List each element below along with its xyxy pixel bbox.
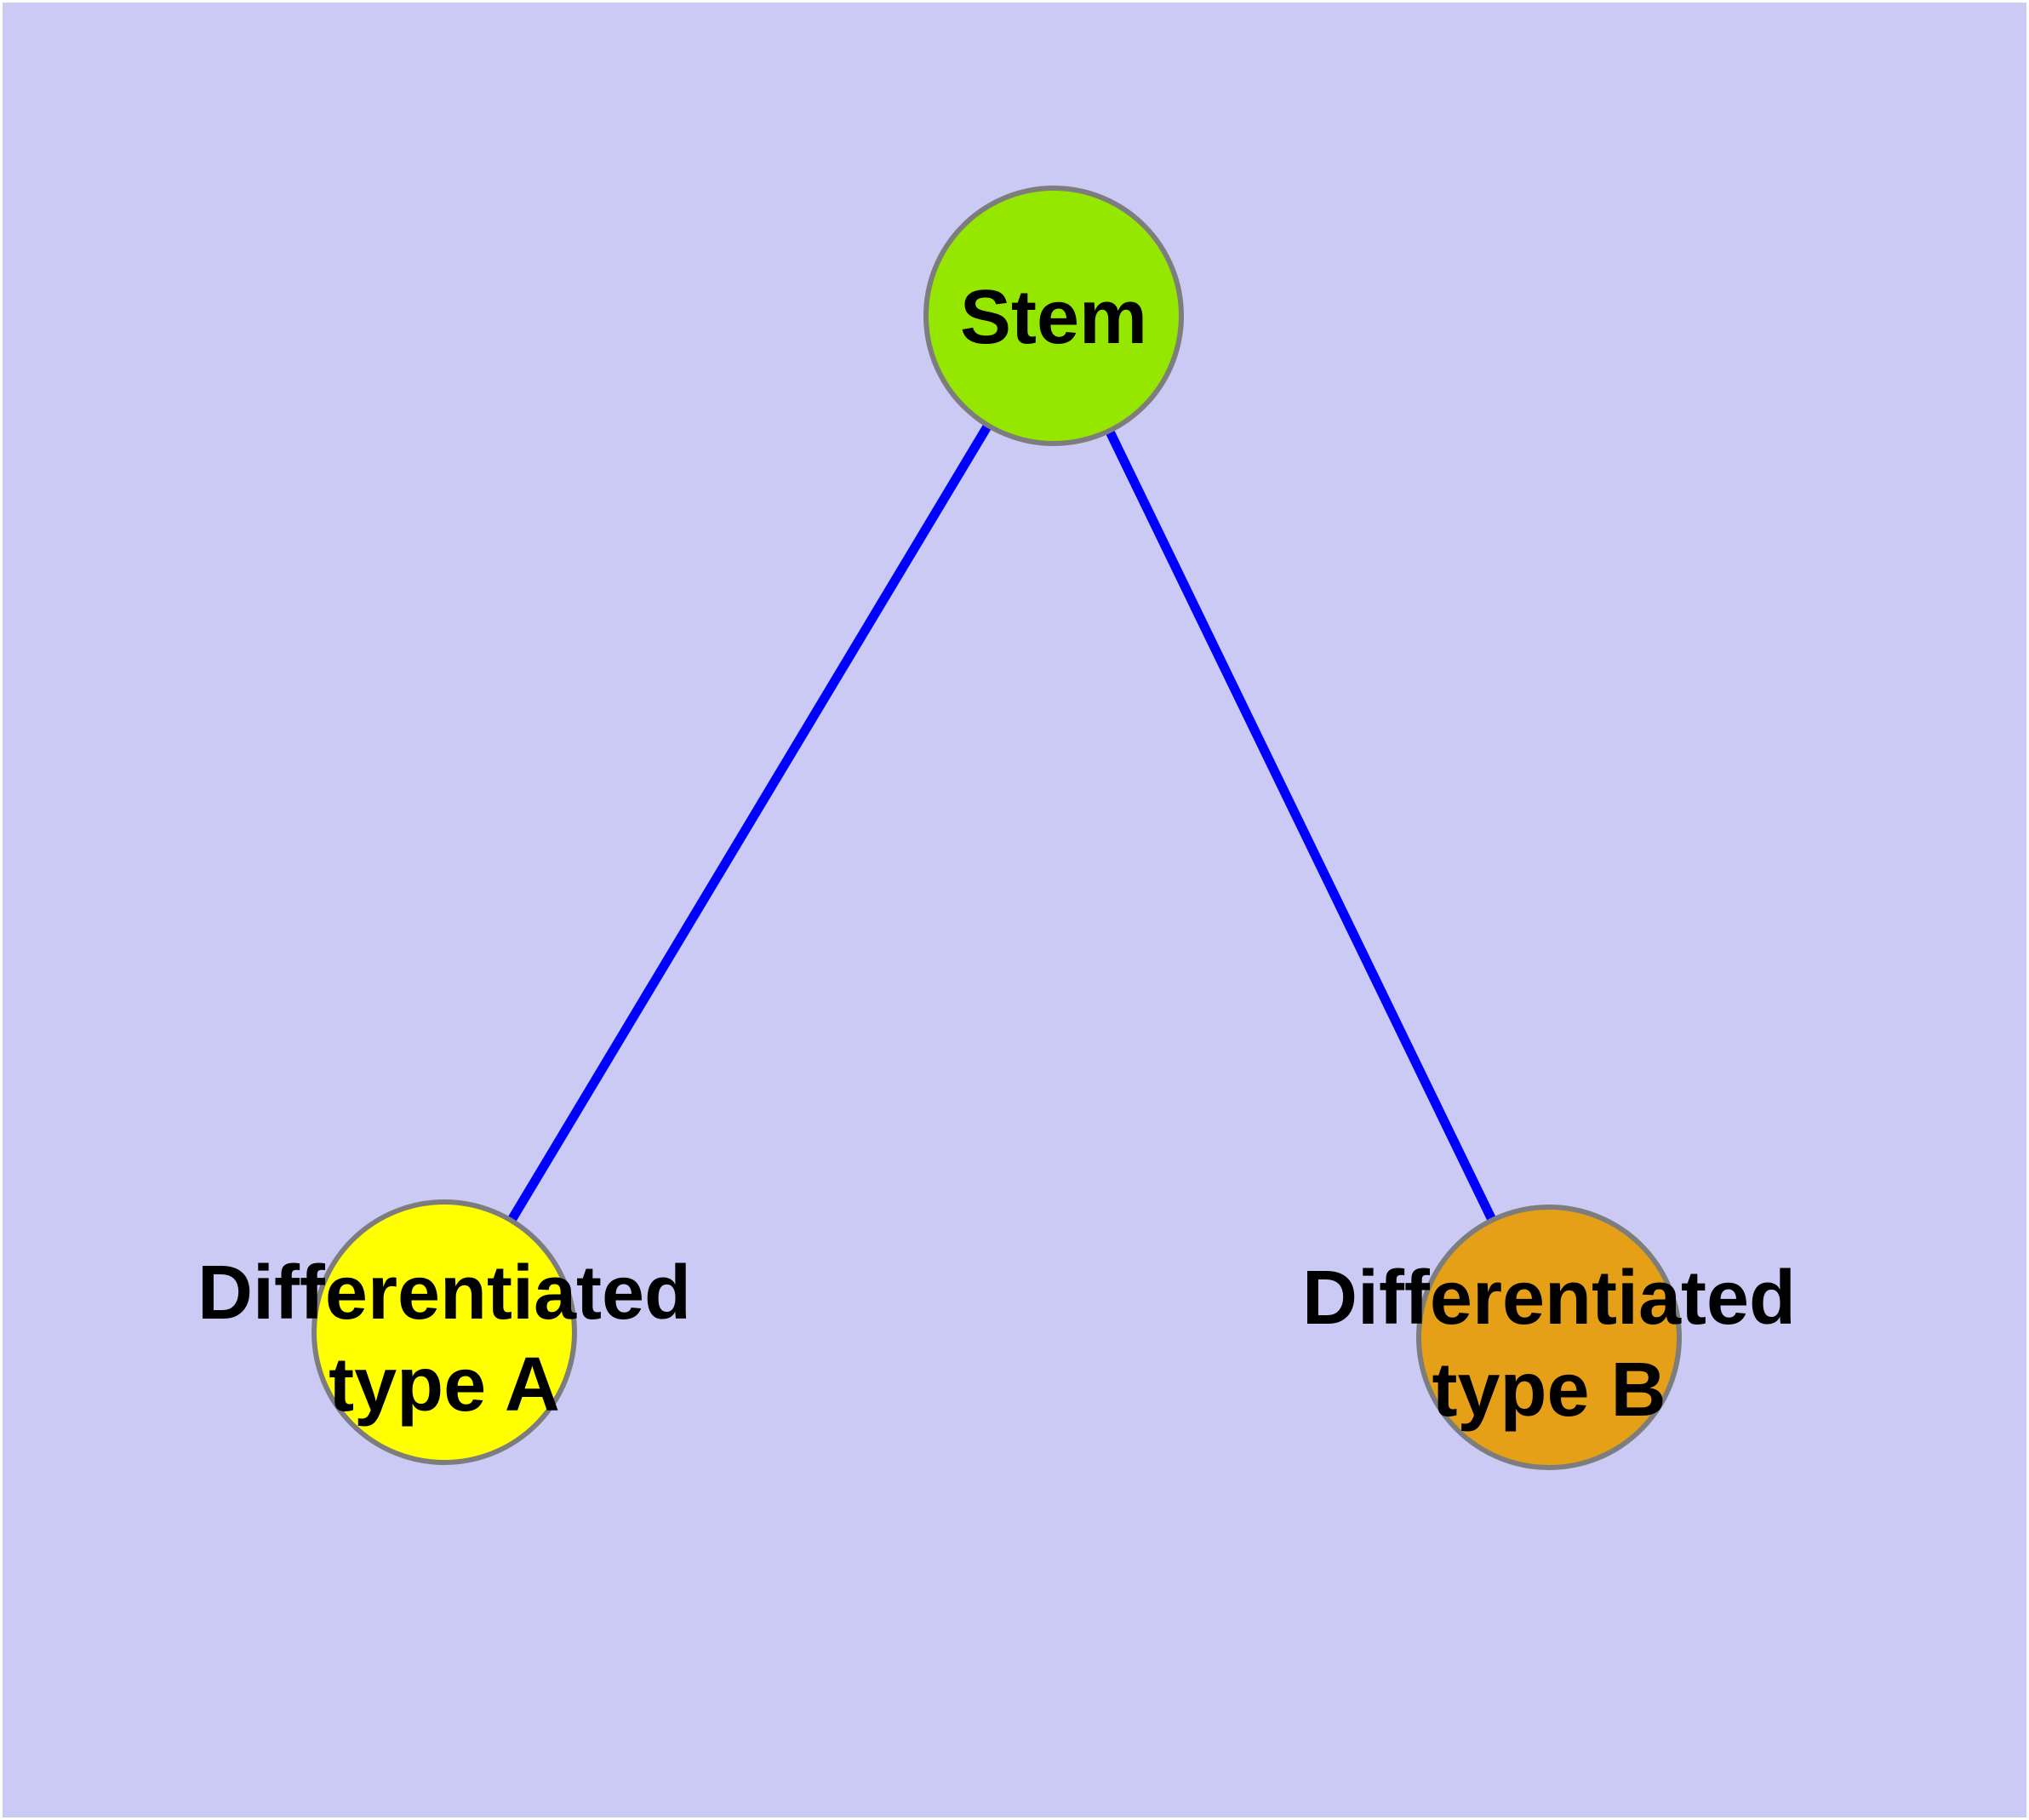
node-circle-differentiated-type-b	[1416, 1205, 1682, 1470]
node-label-line: Differentiated	[197, 1251, 691, 1336]
node-circle-differentiated-type-a	[311, 1199, 577, 1465]
edge-stem-to-differentiated-type-a	[440, 313, 1058, 1335]
edge-stem-to-differentiated-type-b	[1049, 313, 1553, 1340]
node-label-line: type A	[329, 1342, 560, 1428]
node-stem: Stem	[923, 186, 1184, 446]
node-label-line: type B	[1432, 1348, 1666, 1433]
node-label-line: Differentiated	[1302, 1256, 1796, 1341]
node-label-line: Stem	[960, 275, 1147, 360]
node-label-stem: Stem	[960, 275, 1147, 360]
node-circle-stem	[923, 186, 1184, 446]
